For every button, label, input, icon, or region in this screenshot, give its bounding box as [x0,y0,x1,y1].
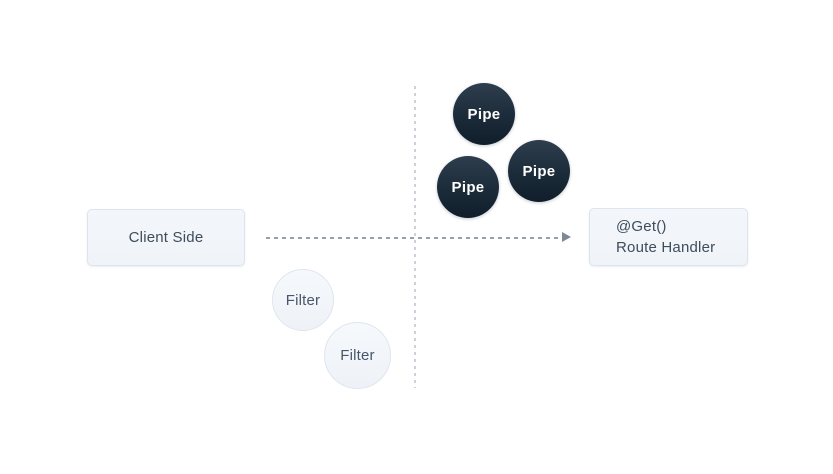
pipe-node: Pipe [453,83,515,145]
pipe-label: Pipe [522,162,556,180]
client-side-node: Client Side [87,209,245,266]
pipe-node: Pipe [437,156,499,218]
filter-label: Filter [285,291,321,309]
pipe-label: Pipe [451,178,485,196]
filter-node: Filter [324,322,391,389]
pipe-node: Pipe [508,140,570,202]
route-handler-node: @Get() Route Handler [589,208,748,266]
flow-arrow-line [266,237,562,239]
filter-label: Filter [340,347,375,364]
flow-arrow-head-icon [562,232,571,242]
client-side-label: Client Side [128,229,204,246]
route-handler-label: Route Handler [616,239,716,256]
route-handler-decorator-label: @Get() [616,218,667,235]
filter-node: Filter [272,269,334,331]
pipe-label: Pipe [467,105,501,123]
